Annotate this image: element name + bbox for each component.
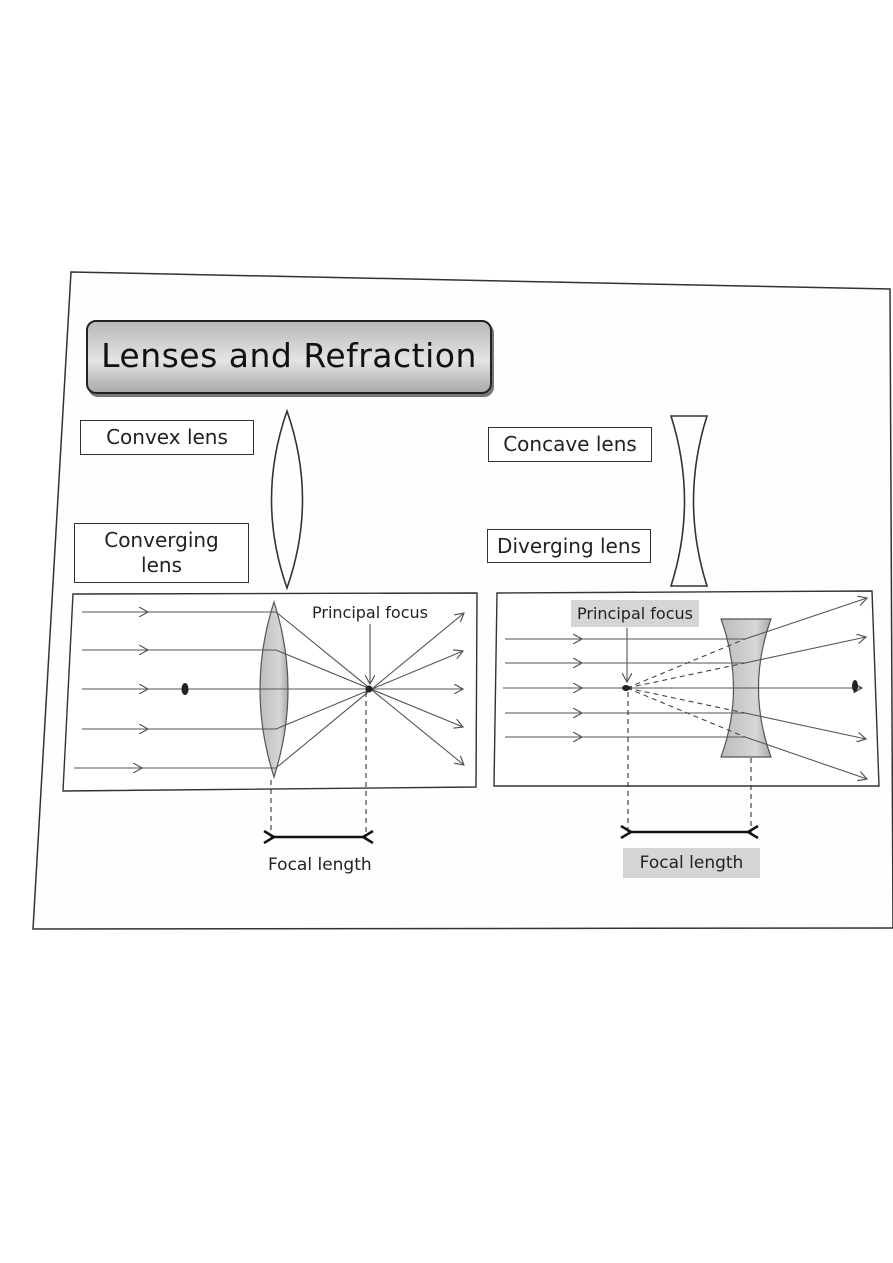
concave-lens-label: Concave lens [488, 427, 652, 462]
image-point [852, 680, 858, 692]
converging-lens-label: Converging lens [74, 523, 249, 583]
concave-principal-focus-point [622, 685, 630, 691]
convex-principal-focus-label: Principal focus [312, 603, 428, 622]
title-banner: Lenses and Refraction [86, 320, 492, 394]
convex-lens-label: Convex lens [80, 420, 254, 455]
concave-principal-focus-label: Principal focus [571, 600, 699, 627]
object-point [181, 683, 189, 695]
convex-principal-focus-point [365, 685, 373, 693]
convex-lens-outline [270, 408, 304, 591]
diverging-lens-label: Diverging lens [487, 529, 651, 563]
convex-focal-length-label: Focal length [268, 855, 372, 875]
page-title: Lenses and Refraction [101, 336, 477, 375]
concave-lens-outline [669, 415, 709, 587]
concave-focal-length-label: Focal length [623, 848, 760, 878]
